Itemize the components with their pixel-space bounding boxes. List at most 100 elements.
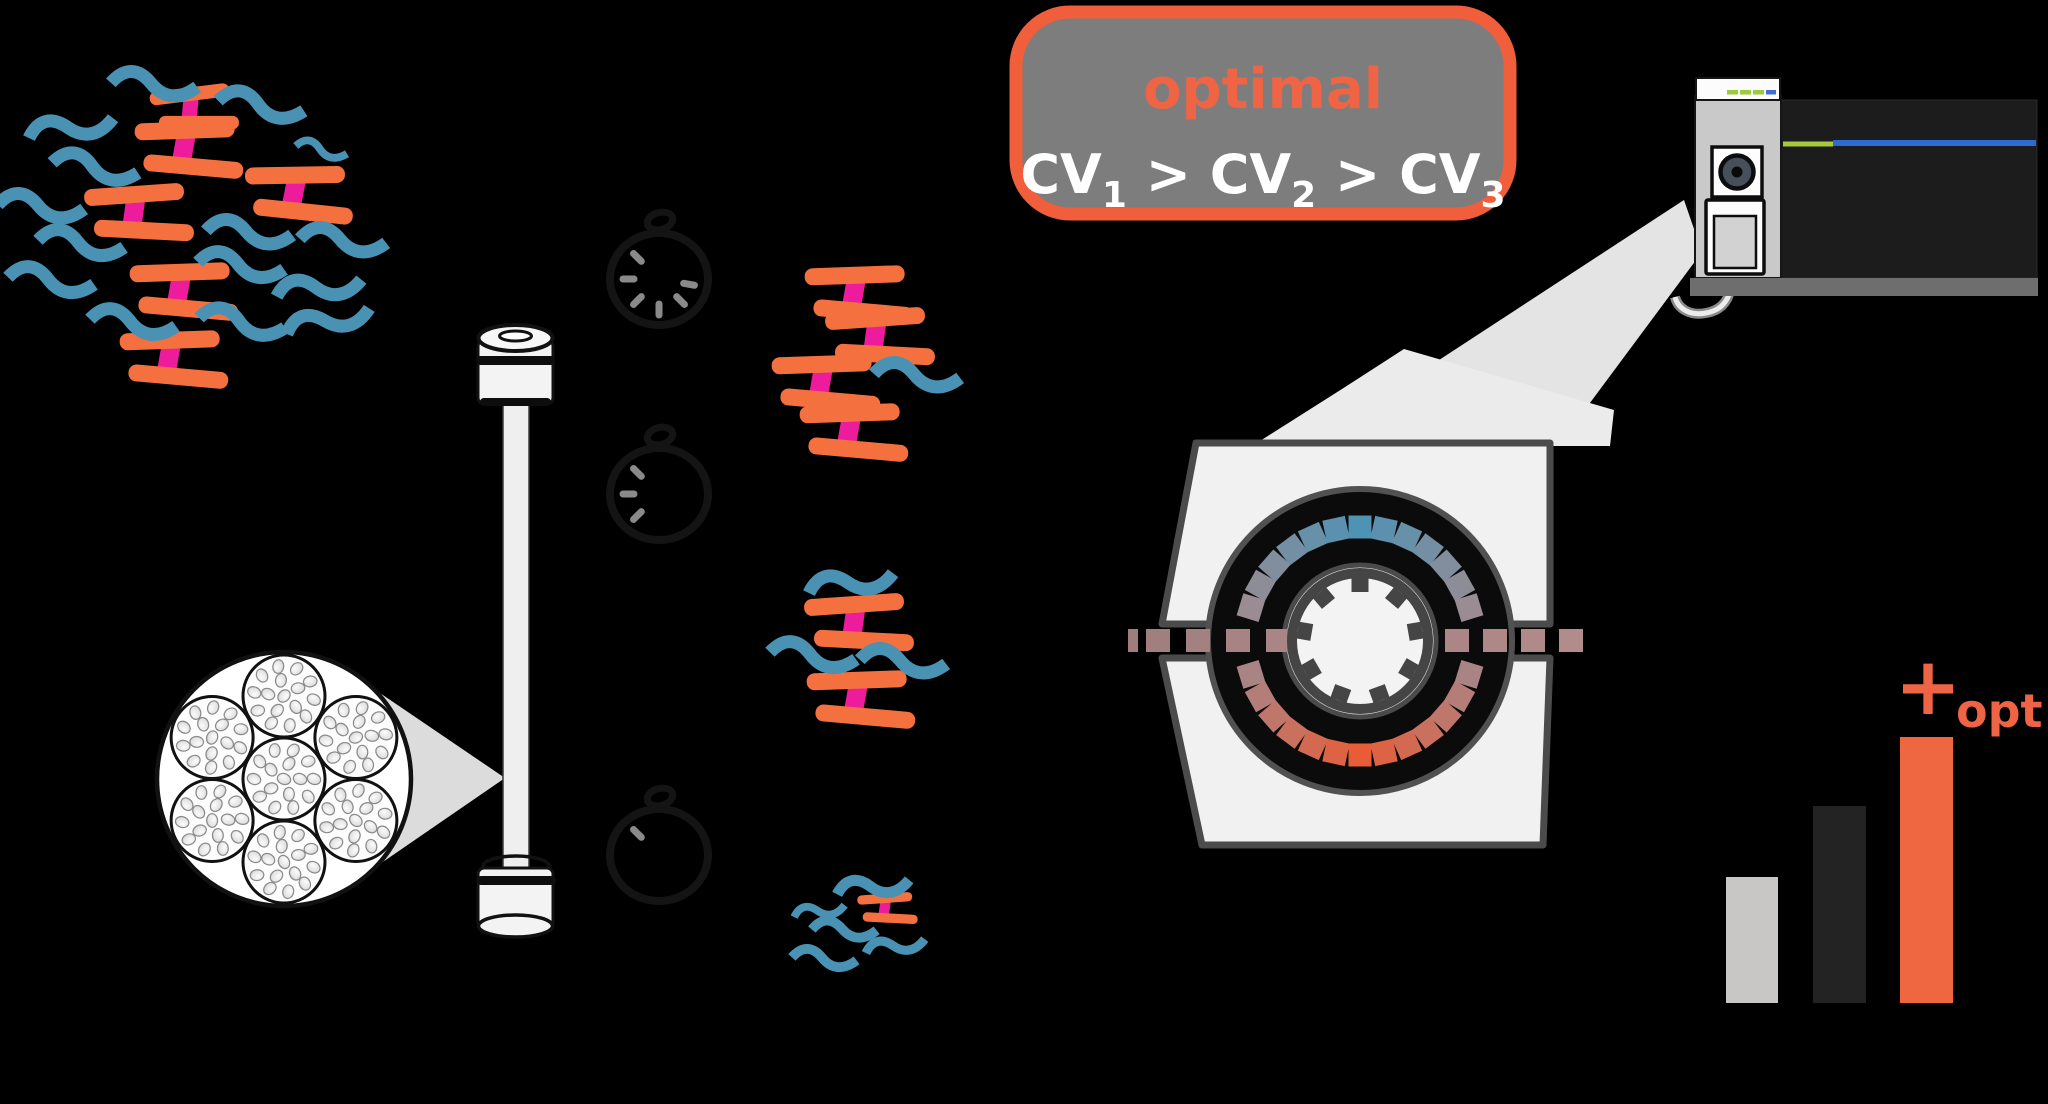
column-cross-section	[154, 649, 414, 909]
bead-pore	[298, 876, 312, 891]
bead-pore	[247, 686, 262, 699]
bead-pore	[228, 795, 243, 808]
rotor-gear-tooth	[1406, 621, 1424, 641]
bead-pore	[363, 820, 378, 834]
rotor-gear-tooth	[1330, 684, 1352, 704]
bead-pore	[319, 821, 335, 834]
orange-strand	[94, 219, 194, 242]
bead-pore	[349, 813, 363, 828]
bead-pore	[337, 702, 350, 718]
stage-lid-flap	[1252, 349, 1614, 446]
bead-pore	[192, 824, 207, 837]
status-led-blue	[1766, 90, 1776, 95]
bead-pore	[253, 754, 267, 769]
timer-3	[606, 784, 712, 905]
bead-pore	[306, 693, 321, 706]
crosslinked-pair	[857, 892, 918, 925]
bead-pore	[365, 838, 378, 854]
orange-strand	[825, 307, 925, 330]
bar-run-2	[1813, 806, 1866, 1003]
bead-pore	[286, 743, 300, 758]
blue-strand	[23, 114, 119, 142]
timers	[606, 208, 712, 905]
orange-strand	[244, 165, 345, 185]
rotor-gear-tooth	[1301, 658, 1322, 680]
bead-pore	[264, 762, 278, 777]
bead-pore	[301, 789, 315, 804]
bead-pore	[274, 672, 287, 688]
bead-pore	[252, 790, 268, 803]
bead-pore	[268, 800, 282, 815]
flow-dash	[1445, 629, 1469, 652]
bead-pore	[288, 866, 302, 881]
blue-strand	[213, 84, 308, 125]
elapsed-tick	[630, 826, 645, 841]
optimal-callout: optimal CV1 > CV2 > CV3	[1009, 5, 1517, 221]
timer-2	[606, 423, 712, 544]
blue-strand	[869, 356, 965, 394]
port-lens-center	[1731, 166, 1743, 178]
bead-pore	[216, 841, 229, 856]
rotor-dash	[1236, 659, 1266, 689]
bead-pore	[249, 869, 265, 882]
bead-pore	[332, 818, 348, 831]
orange-strand	[84, 183, 184, 206]
bead-pore	[220, 813, 236, 826]
bead-pore	[189, 735, 205, 748]
bead-pore	[306, 772, 322, 786]
callout-title: optimal	[1143, 57, 1383, 122]
orange-strand	[806, 670, 907, 691]
column-bottom-cap	[476, 854, 556, 939]
bead-pore	[318, 734, 334, 747]
bead-pore	[268, 743, 281, 758]
stopwatch-crown	[643, 208, 677, 234]
bead-pore	[329, 836, 344, 850]
blue-strand	[201, 213, 297, 251]
blue-strand	[788, 944, 860, 972]
bead-pore	[177, 720, 191, 734]
bead-pore	[233, 741, 248, 755]
rotor-dash	[1322, 738, 1350, 767]
rotor-dash	[1258, 700, 1291, 733]
orange-strand	[804, 593, 904, 616]
rotor-dash	[1322, 515, 1350, 544]
rotor-dash	[1348, 515, 1372, 539]
bead-pore	[189, 705, 202, 720]
crosslinked-pair	[799, 403, 909, 462]
crosslinked-pair	[806, 670, 916, 729]
rotor-dash	[1411, 716, 1444, 749]
column-tube	[502, 349, 530, 871]
blue-strand	[832, 874, 914, 899]
bead-pore	[335, 722, 349, 737]
bead-pore	[206, 700, 220, 715]
bead-pore	[269, 869, 284, 883]
bead-pore	[289, 662, 304, 676]
orange-strand	[804, 265, 905, 286]
bead-pore	[206, 813, 219, 828]
orange-strand	[143, 154, 244, 179]
bead-pore	[277, 689, 291, 703]
bead-pore	[341, 799, 354, 815]
bead-pore	[175, 739, 191, 752]
cluster-fraction-cv2	[765, 569, 951, 729]
blue-strand	[861, 936, 929, 956]
blue-strand	[293, 136, 350, 162]
bead-pore	[211, 828, 224, 843]
opt-annotation: opt	[1956, 684, 2043, 738]
rotor-dash	[1429, 549, 1462, 582]
bead-pore	[377, 807, 393, 820]
rotor-dash	[1370, 738, 1398, 767]
orange-strand	[862, 912, 918, 925]
bead-pore	[263, 881, 277, 896]
bead-pore	[250, 704, 266, 717]
bead-pore	[197, 842, 211, 857]
bead-pore	[290, 682, 306, 695]
bead-pore	[378, 728, 394, 741]
bead-pore	[321, 802, 336, 816]
status-led-green-3	[1753, 90, 1764, 95]
instrument-status-panel	[1695, 77, 1781, 101]
cluster-injected-mixture	[0, 65, 391, 389]
bead-pore	[220, 736, 235, 750]
flow-dash	[1128, 629, 1138, 652]
bead-pore	[230, 829, 244, 844]
